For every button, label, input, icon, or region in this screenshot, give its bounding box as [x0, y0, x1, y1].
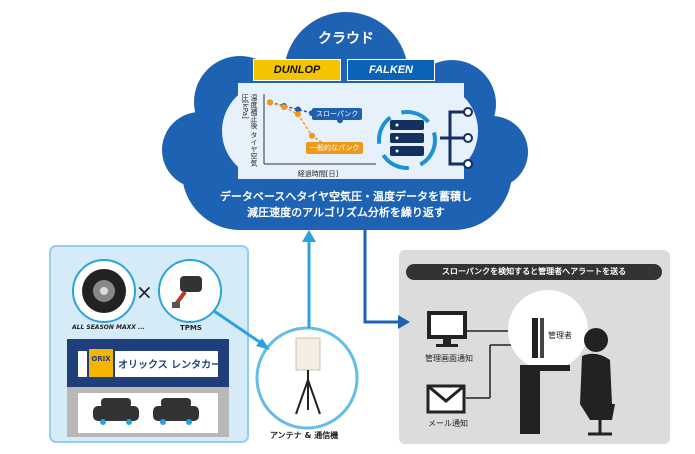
tpms-label: TPMS: [180, 324, 202, 332]
chart-x-axis-label: 経過時間[日]: [298, 169, 339, 178]
car-icon: [93, 398, 139, 425]
alert-header-text: スローパンクを検知すると管理者へアラートを送る: [441, 267, 627, 276]
alert-header-bar: [406, 264, 662, 280]
admin-person-icon: [520, 318, 615, 436]
tire-icon: [72, 259, 136, 323]
car-icon: [153, 398, 199, 425]
cross-symbol: ×: [136, 280, 153, 304]
legend-regular-puncture: 一般的なパンク: [306, 142, 364, 154]
monitor-label: 管理画面通知: [425, 354, 473, 363]
dunlop-logo: DUNLOP: [253, 59, 341, 81]
data-point-0-2: [295, 106, 301, 113]
orix-logo: ORIX: [91, 355, 111, 363]
cloud-description-line1: データベースへタイヤ空気圧・温度データを蓄積し: [219, 190, 473, 203]
dunlop-logo-text: DUNLOP: [273, 64, 321, 76]
falken-logo: FALKEN: [347, 59, 435, 81]
tire-label: ALL SEASON MAXX ...: [72, 324, 145, 331]
data-point-1-2: [295, 111, 301, 118]
arrow-cloud-to-admin: [363, 229, 410, 329]
admin-label: 管理者: [548, 331, 572, 340]
data-point-1-0: [267, 99, 273, 106]
falken-logo-text: FALKEN: [369, 64, 413, 76]
legend-slow-puncture: スローパンク: [312, 108, 363, 120]
arrow-tpms-to-antenna: [213, 309, 270, 350]
cloud-description-line2: 減圧速度のアルゴリズム分析を繰り返す: [247, 206, 445, 219]
database-icon: [377, 110, 437, 170]
network-nodes-icon: [440, 107, 473, 169]
rental-sign: [67, 339, 229, 387]
mail-icon: [426, 384, 466, 414]
monitor-icon: [427, 311, 467, 347]
data-point-1-3: [309, 132, 315, 139]
arrow-antenna-to-cloud: [302, 230, 316, 328]
admin-highlight-circle: [508, 290, 588, 370]
antenna-label: アンテナ & 通信機: [270, 431, 339, 440]
parking-garage: [67, 387, 229, 437]
cloud-title: クラウド: [318, 31, 374, 47]
antenna-device-icon: [295, 337, 321, 415]
chart-y-axis-label: 温度補正後 タイヤ空気圧[kPa]: [241, 94, 258, 167]
rental-sign-text: オリックス レンタカー: [118, 360, 222, 371]
data-point-1-1: [281, 104, 287, 111]
mail-label: メール通知: [428, 419, 468, 428]
tpms-sensor-icon: [158, 259, 222, 323]
